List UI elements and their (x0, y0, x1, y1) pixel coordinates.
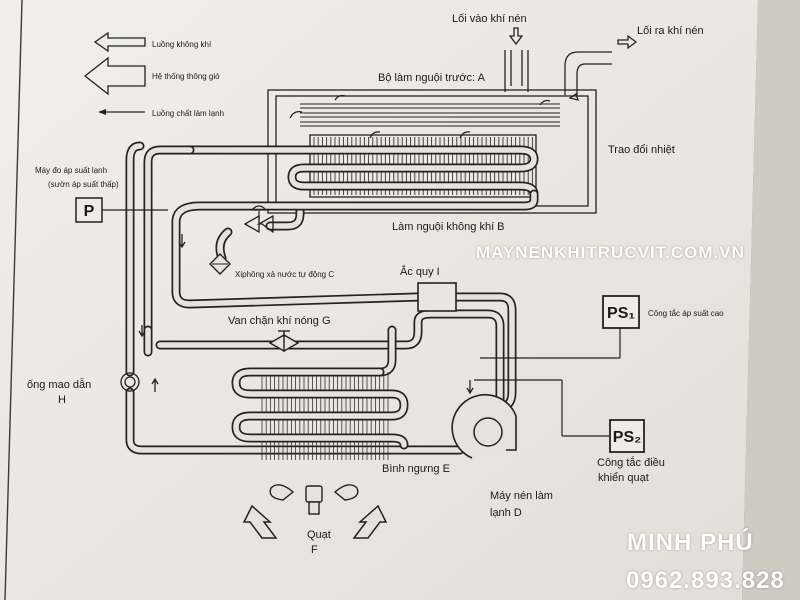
hotgas-valve-body-icon (268, 333, 300, 353)
air-inlet: Lối vào khí nén (452, 13, 529, 92)
fan-motor-icon (308, 501, 320, 515)
fan-airflow-arrow-icon (352, 504, 388, 539)
high-pressure-switch: PS₁ Công tắc áp suất cao (480, 295, 724, 359)
evaporator-coil (185, 145, 539, 199)
air-inlet-arrow-icon (508, 27, 524, 46)
gauge-subtitle: (sườn áp suất thấp) (48, 180, 119, 189)
watermark-phone: 0962.893.828 (626, 567, 785, 594)
condenser-coil (231, 367, 409, 450)
legend-refrigerant-arrowhead-icon (98, 109, 106, 115)
watermark-brand: MINH PHÚ (627, 529, 754, 556)
inner-flow-arrow-icon (539, 99, 551, 106)
ps1-box (602, 295, 640, 329)
compressor-label-1: Máy nén làm (490, 490, 553, 502)
hotgas-pipe-inner (157, 311, 503, 423)
legend-ventilation-arrow-icon (83, 56, 146, 96)
inner-flow-arrow-icon (369, 131, 381, 139)
expansion-valve-bonnet-icon (250, 205, 268, 211)
air-outlet-label: Lối ra khí nén (637, 25, 704, 37)
condenser: Bình ngưng E (231, 367, 450, 475)
hotgas-valve-label: Van chặn khí nóng G (228, 315, 331, 327)
air-outlet-pipe (564, 51, 612, 95)
heat-exchanger: Bộ làm nguội trước: A Trao đổi nhiệt Làm… (185, 72, 675, 233)
fan-label-1: Quạt (307, 529, 331, 541)
capillary-tube: ống mao dẫn H (27, 372, 140, 406)
suction-pipe-left-inner (145, 147, 193, 333)
legend-airflow-label: Luồng không khí (152, 40, 212, 49)
legend-airflow-arrow-icon (93, 31, 146, 53)
evaporator-tube-inner (187, 147, 537, 197)
fan-airflow-arrow-icon (242, 504, 278, 539)
capillary-label-2: H (58, 394, 66, 406)
expansion-valve-body-icon (243, 214, 274, 234)
evap-outlet-pipe-inner (267, 205, 303, 229)
auto-drain-trap: Xiphông xả nước tự động C (209, 227, 334, 279)
gauge-title: Máy đo áp suất lạnh (35, 166, 107, 175)
refrigerant-pipes (125, 141, 539, 455)
refrigerant-arrow-icon (466, 380, 474, 395)
heat-exchange-label: Trao đổi nhiệt (608, 144, 675, 156)
accumulator-label: Ắc quy I (400, 265, 440, 278)
expansion-valve (243, 205, 274, 234)
compressor: Máy nén làm lạnh D (451, 393, 553, 519)
capillary-riser-inner (127, 143, 143, 375)
ps2-box (609, 419, 645, 453)
paper-edge-right (742, 0, 800, 600)
capillary-coil-icon (120, 372, 140, 392)
air-cooler-label: Làm nguội không khí B (392, 221, 505, 233)
refrigerant-piping (125, 141, 539, 455)
left-margin-line (4, 0, 23, 600)
suction-return-pipe-inner (173, 191, 537, 307)
refrigerant-arrow-icon (178, 234, 186, 249)
ps2-description-1: Công tắc điều (597, 456, 665, 469)
precooler-label: Bộ làm nguội trước: A (378, 72, 486, 84)
compressor-rotor-icon (473, 417, 503, 447)
legend-refrigerant-label: Luồng chất làm lạnh (152, 109, 224, 118)
condenser-label: Bình ngưng E (382, 463, 450, 475)
inner-flow-arrow-icon (459, 131, 471, 139)
ps2-description-2: khiển quạt (598, 472, 649, 484)
watermark-site: MAYNENKHITRUCVIT.COM.VN (476, 243, 745, 262)
accumulator-box (417, 282, 457, 312)
capillary-label-1: ống mao dẫn (27, 378, 91, 391)
accumulator: Ắc quy I (400, 265, 457, 312)
ps1-label: PS₁ (607, 305, 635, 322)
fan-control-switch: PS₂ Công tắc điều khiển quạt (474, 379, 665, 484)
liquid-return-pipe-inner (127, 389, 463, 453)
pressure-gauge: Máy đo áp suất lạnh (sườn áp suất thấp) … (35, 166, 168, 223)
precooler-tubes (300, 103, 560, 127)
legend-ventilation-label: Hệ thống thông gió (152, 72, 220, 81)
air-inlet-label: Lối vào khí nén (452, 13, 527, 25)
refrigerant-flow-arrows (138, 234, 474, 395)
ps1-description: Công tắc áp suất cao (648, 309, 724, 318)
compressor-label-2: lạnh D (490, 507, 522, 519)
ps2-label: PS₂ (613, 429, 641, 446)
gauge-box (75, 197, 103, 223)
drain-label: Xiphông xả nước tự động C (235, 270, 334, 279)
refrigerant-arrow-icon (138, 325, 146, 338)
air-inlet-pipe (504, 50, 529, 92)
air-outlet-arrow-icon (617, 34, 638, 50)
fan-hub-icon (305, 485, 323, 503)
gauge-letter: P (84, 203, 95, 220)
fan-blade-icon (333, 484, 359, 501)
hot-gas-valve: Van chặn khí nóng G (228, 315, 331, 353)
refrigerant-arrow-icon (151, 377, 159, 392)
inner-flow-arrow-icon (289, 110, 303, 119)
condenser-tube-inner (233, 369, 407, 448)
fan-blade-icon (269, 484, 295, 501)
legend: Luồng không khí Hệ thống thông gió Luồng… (83, 31, 224, 118)
fan-label-2: F (311, 544, 318, 556)
inner-flow-arrow-icon (334, 94, 346, 101)
fan: Quạt F (242, 484, 388, 556)
